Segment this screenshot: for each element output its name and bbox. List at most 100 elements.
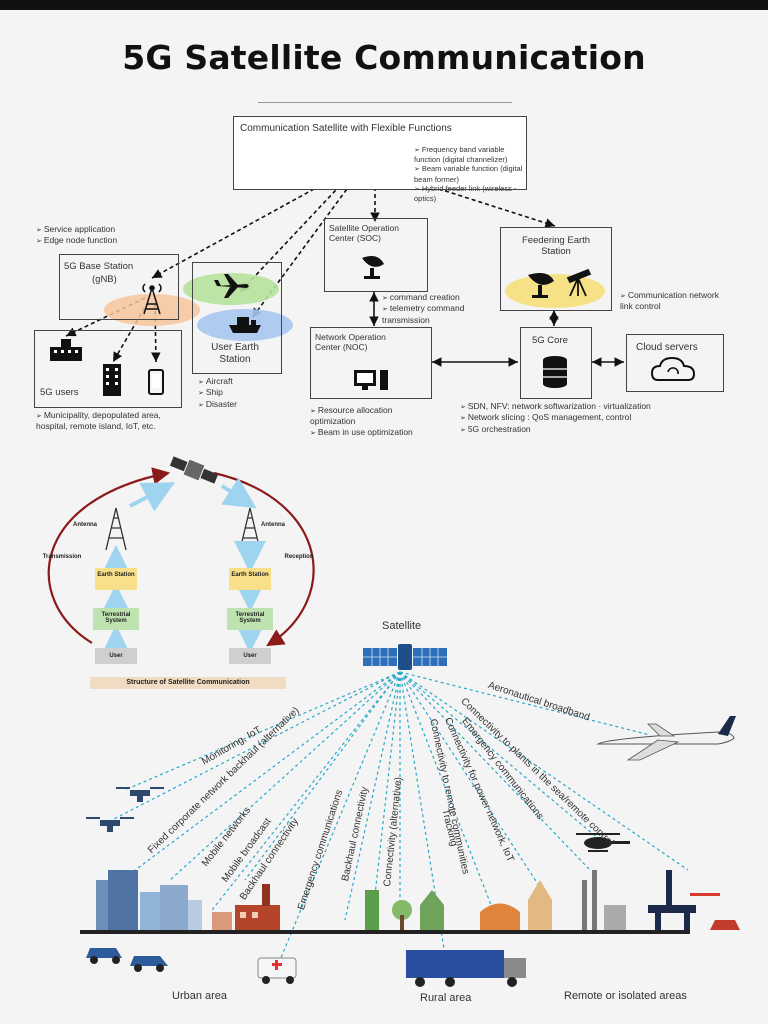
satellite-box-title: Communication Satellite with Flexible Fu…: [240, 123, 452, 134]
car-icon-1: [86, 948, 122, 964]
beam-emergency: [344, 671, 401, 921]
antenna-left-label: Antenna: [73, 522, 97, 528]
oil-rig-icon: [648, 870, 740, 930]
base-station-title: 5G Base Station: [64, 261, 134, 272]
page-title: 5G Satellite Communication: [122, 38, 646, 77]
left-user-label: User: [109, 653, 123, 659]
factory-icon: [212, 884, 280, 930]
antenna-right-label: Antenna: [261, 522, 285, 528]
users-note-item: Municipality, depopulated area, hospital…: [36, 410, 182, 432]
rural-area-label: Rural area: [420, 992, 472, 1004]
beam-rural-backhaul: [374, 671, 401, 896]
bottom-satellite-icon: [363, 644, 447, 670]
base-station-coverage-ellipse: [104, 294, 200, 326]
structure-caption: Structure of Satellite Communication: [126, 679, 250, 686]
communication-satellite-box: Communication Satellite with Flexible Fu…: [233, 116, 527, 203]
smartphone-icon: [148, 369, 164, 395]
core-note-item: SDN, NFV: network softwarization · virtu…: [460, 401, 750, 412]
beam-ambulance: [279, 671, 401, 961]
ground-links: [369, 292, 624, 367]
remote-area-label: Remote or isolated areas: [564, 990, 687, 1002]
urban-area-label: Urban area: [172, 990, 228, 1002]
downlink-arrow: [220, 477, 257, 509]
transmission-label: Transmission: [42, 554, 82, 560]
feeder-title: Feedering Earth Station: [521, 235, 591, 257]
uplink-arrow: [129, 482, 176, 512]
ground-line: [80, 930, 690, 934]
left-earth-station-box: [95, 568, 137, 590]
users-note: Municipality, depopulated area, hospital…: [36, 410, 182, 432]
soc-title: Satellite Operation Center (SOC): [329, 223, 399, 243]
right-user-label: User: [243, 653, 257, 659]
office-building-icon: [103, 364, 121, 396]
cloud-icon: [650, 356, 696, 381]
user-earth-item: Aircraft: [198, 376, 237, 387]
beam-helicopter: [399, 671, 601, 841]
core-note-item: 5G orchestration: [460, 424, 750, 435]
satellite-function-item: Frequency band variable function (digita…: [414, 145, 526, 164]
beam-oil-rig: [399, 671, 689, 871]
noc-box: [310, 327, 432, 399]
database-icon: [543, 356, 567, 388]
satellite-function-item: Hybrid feeder link (wireless - optics): [414, 184, 526, 203]
satellite-label: Satellite: [382, 620, 422, 632]
reception-label: Reception: [284, 554, 314, 560]
core-note-item: Network slicing : QoS management, contro…: [460, 412, 750, 423]
title-underline: [258, 102, 512, 103]
cloud-servers-box: [626, 334, 724, 392]
right-terrestrial-label: Terrestrial System: [235, 612, 265, 624]
rural-structures-icon: [365, 880, 552, 930]
beam-church: [399, 671, 546, 896]
user-earth-station-list: Aircraft Ship Disaster: [198, 376, 237, 410]
airplane-icon: [596, 716, 736, 761]
left-terrestrial-label: Terrestrial System: [101, 612, 131, 624]
top-black-bar: [0, 0, 768, 10]
left-antenna-icon: [105, 507, 127, 551]
drone-icon-2: [86, 817, 134, 832]
beam-power: [399, 671, 591, 871]
right-earth-station-label: Earth Station: [231, 572, 269, 578]
cloud-servers-title: Cloud servers: [636, 342, 698, 353]
beam-backhaul: [244, 671, 401, 881]
right-user-box: [229, 648, 271, 664]
ship-icon: [229, 317, 261, 333]
noc-monitor-icon: [354, 370, 388, 390]
noc-note-item: Resource allocation optimization: [310, 405, 420, 427]
user-earth-item: Disaster: [198, 399, 237, 410]
link-base-building: [112, 301, 149, 363]
base-station-note-item: Service application: [36, 224, 176, 235]
user-earth-item: Ship: [198, 387, 237, 398]
user-earth-station-box: [192, 262, 282, 374]
satellite-function-list: Frequency band variable function (digita…: [414, 145, 526, 203]
beam-monitoring: [124, 671, 401, 791]
noc-title: Network Operation Center (NOC): [315, 332, 386, 352]
transmission-arc: [47, 467, 171, 644]
aircraft-icon: [214, 274, 249, 298]
noc-notes: Resource allocation optimization Beam in…: [310, 405, 420, 438]
link-sat-ship: [251, 177, 356, 319]
structure-satellite-icon: [169, 456, 219, 484]
beam-mobile-broadcast: [211, 671, 401, 911]
beam-aircraft: [399, 671, 651, 736]
hospital-icon: [50, 339, 82, 361]
beam-mobile-networks: [169, 671, 401, 881]
base-station-notes: Service application Edge node function: [36, 224, 176, 247]
satellite-function-item: Beam variable function (digital beam for…: [414, 164, 526, 183]
left-earth-station-label: Earth Station: [97, 572, 135, 578]
coverage-beams: [111, 671, 689, 961]
left-user-box: [95, 648, 137, 664]
core-title: 5G Core: [532, 335, 568, 346]
power-plant-icon: [582, 870, 626, 930]
users-title: 5G users: [40, 387, 79, 398]
base-station-box: [59, 254, 179, 320]
helicopter-icon: [576, 833, 630, 852]
left-terrestrial-box: [93, 608, 139, 630]
soc-notes: command creation telemetry command trans…: [382, 292, 502, 325]
feeder-dish-icon: [528, 273, 554, 298]
urban-skyline-icon: [96, 870, 202, 930]
user-earth-station-title: User Earth Station: [211, 342, 259, 365]
car-icon-2: [130, 956, 168, 972]
users-box: [34, 330, 182, 408]
soc-note-item: telemetry command transmission: [382, 303, 502, 325]
soc-note-item: command creation: [382, 292, 502, 303]
